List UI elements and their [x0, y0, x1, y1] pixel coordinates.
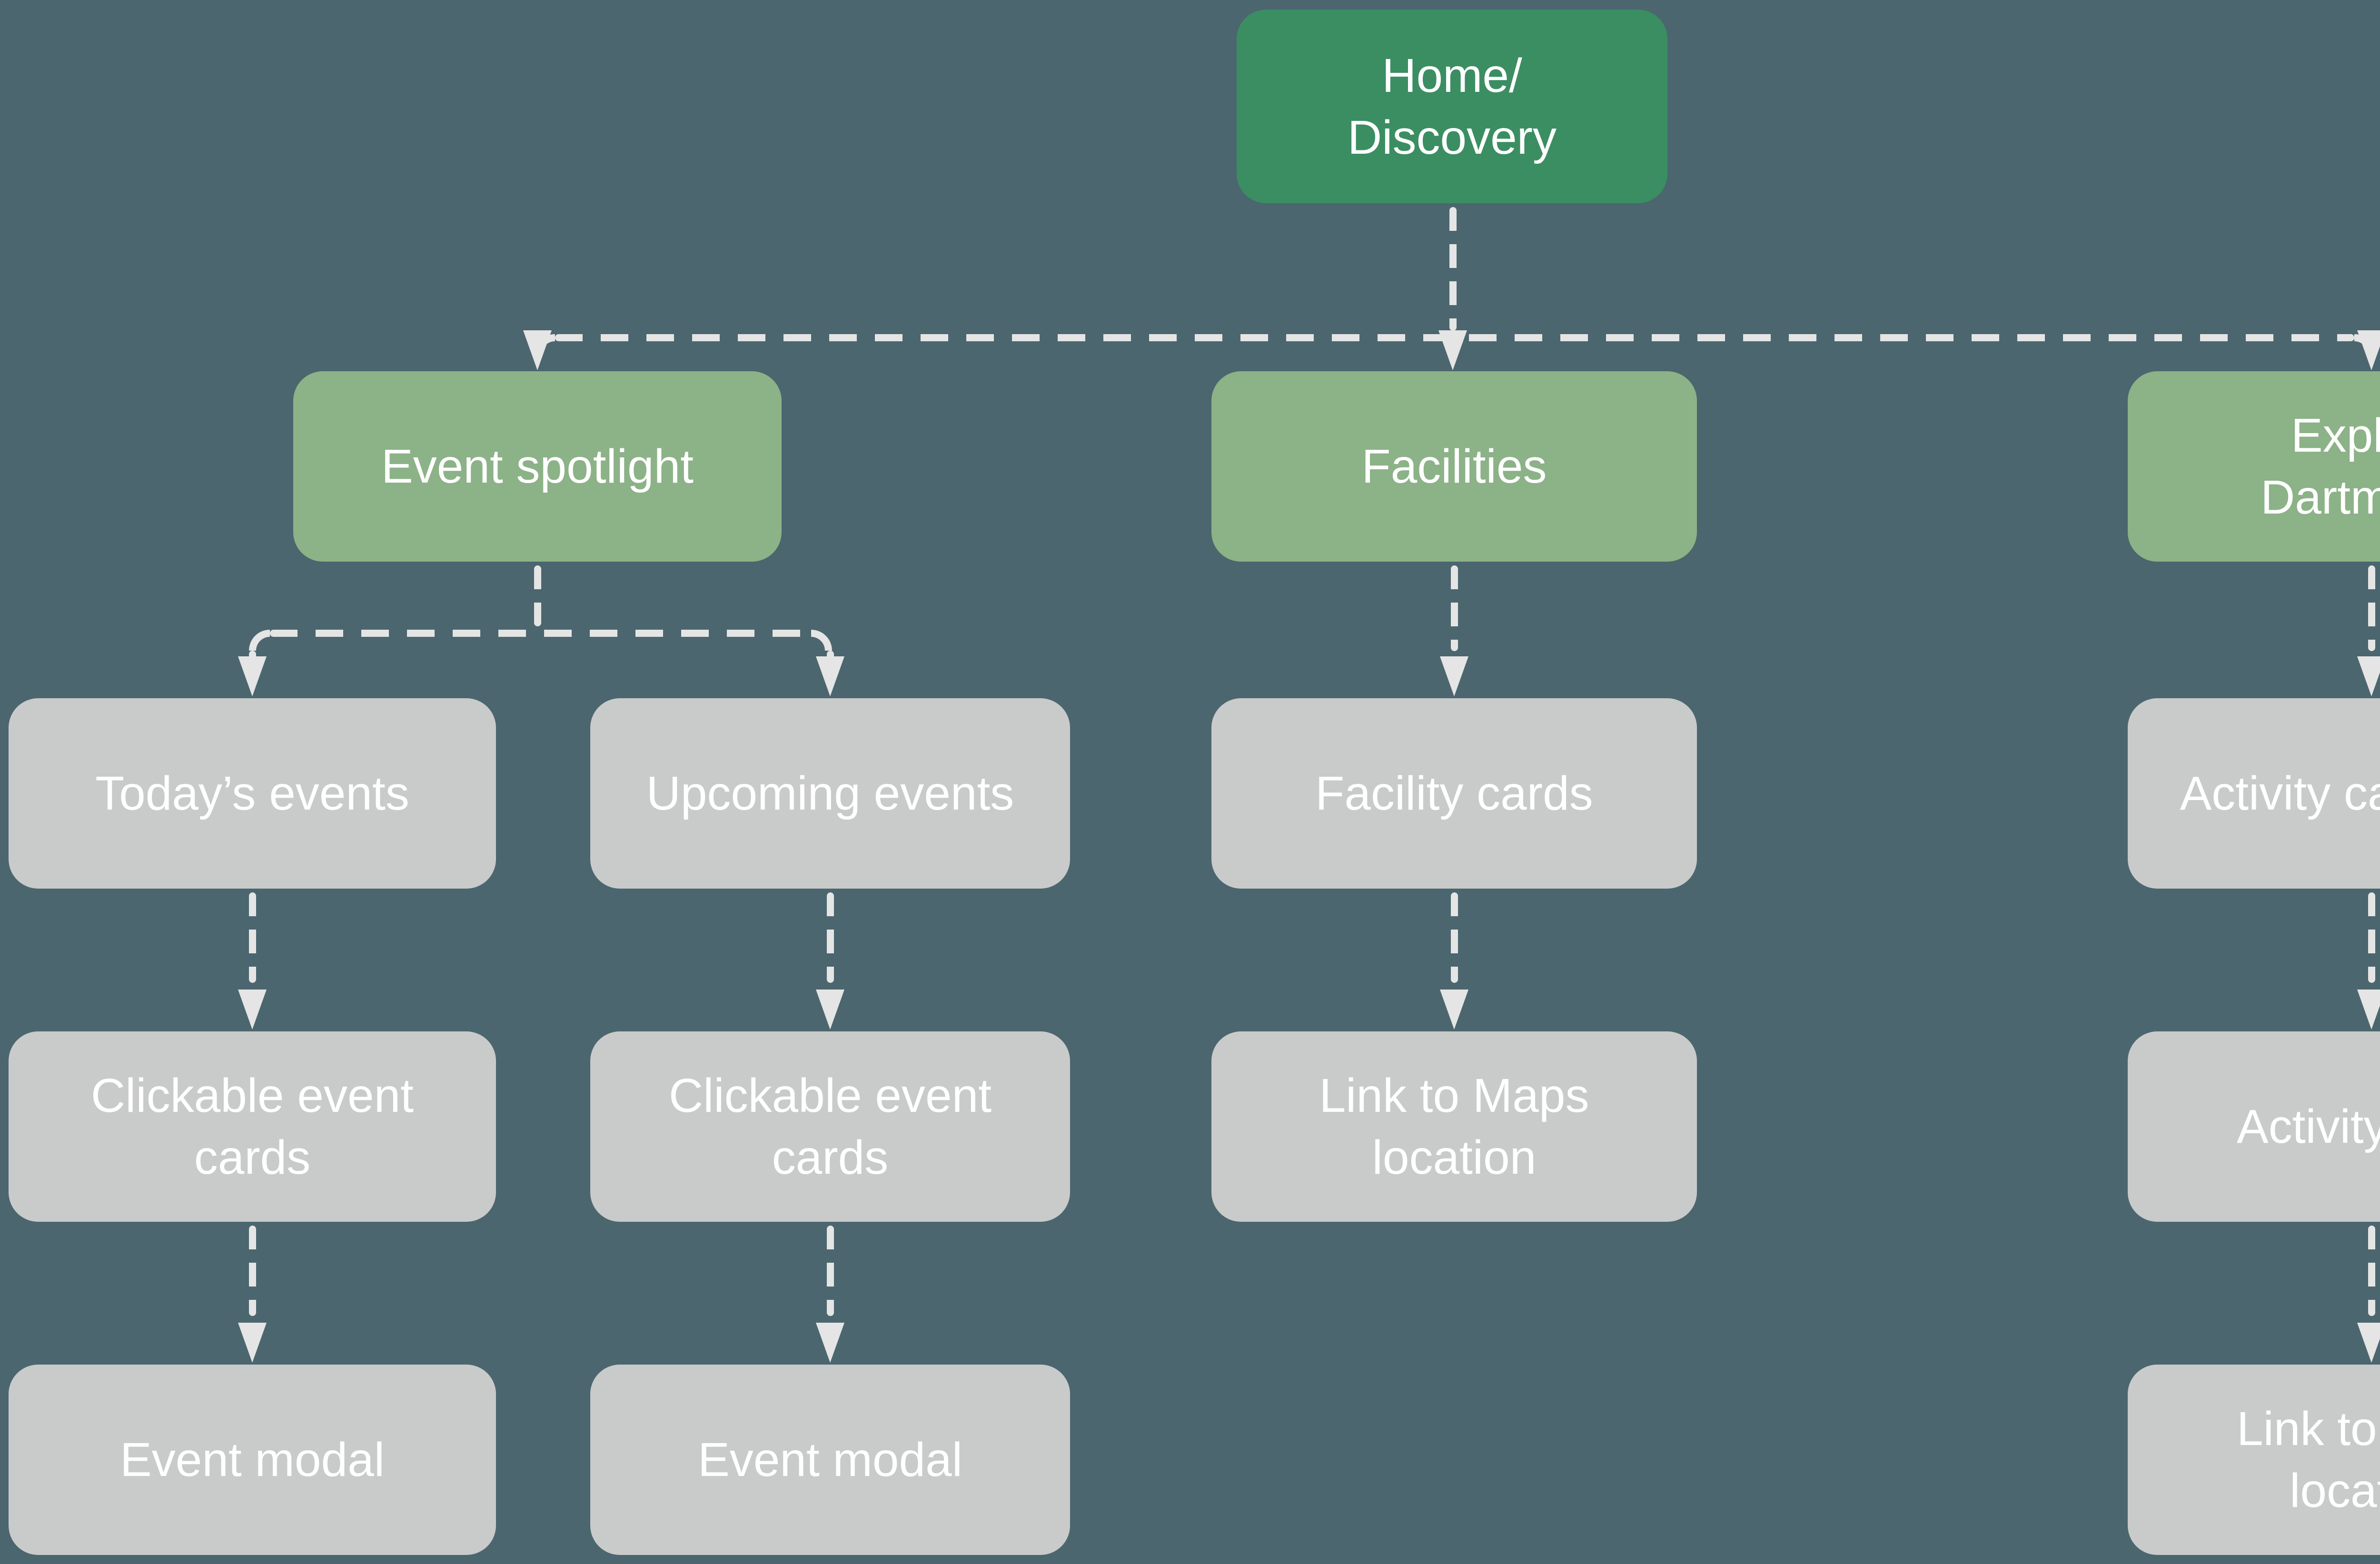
node-link-to-maps-explore[interactable]: Link to Maps location — [2128, 1365, 2380, 1555]
arrowhead-into-explore-dartmouth — [2357, 330, 2380, 370]
connector-facility-cards-to-maps-link — [1451, 892, 1458, 983]
node-clickable-event-cards-left[interactable]: Clickable event cards — [9, 1031, 496, 1222]
arrowhead-into-event-modal-left — [238, 1323, 267, 1363]
arrowhead-into-clickable-cards-right — [816, 990, 844, 1029]
node-facilities[interactable]: Facilities — [1211, 371, 1697, 562]
connector-spotlight-down — [534, 565, 541, 626]
node-home-discovery[interactable]: Home/ Discovery — [1237, 10, 1667, 203]
arrowhead-into-facility-cards — [1440, 656, 1468, 696]
connector-home-down — [1449, 207, 1457, 331]
connector-facilities-to-facility-cards — [1451, 565, 1458, 651]
node-todays-events[interactable]: Today’s events — [9, 698, 496, 889]
node-clickable-event-cards-right[interactable]: Clickable event cards — [590, 1031, 1070, 1222]
connector-spotlight-horizontal — [270, 630, 811, 637]
node-link-to-maps-facilities[interactable]: Link to Maps location — [1211, 1031, 1697, 1222]
arrowhead-into-maps-link-explore — [2357, 1323, 2380, 1363]
node-facility-cards[interactable]: Facility cards — [1211, 698, 1697, 889]
node-event-modal-left[interactable]: Event modal — [9, 1365, 496, 1555]
arrowhead-into-maps-link-facilities — [1440, 990, 1468, 1029]
connector-upcoming-to-clickable-cards — [827, 892, 834, 983]
node-event-spotlight[interactable]: Event spotlight — [293, 371, 782, 562]
arrowhead-into-todays-events — [238, 656, 267, 696]
node-event-modal-right[interactable]: Event modal — [590, 1365, 1070, 1555]
arrowhead-into-facilities — [1438, 330, 1467, 370]
arrowhead-into-event-modal-right — [816, 1323, 844, 1363]
arrowhead-into-activity-categories — [2357, 656, 2380, 696]
arrowhead-into-clickable-cards-left — [238, 990, 267, 1029]
arrowhead-into-event-spotlight — [523, 330, 552, 370]
connector-todays-to-clickable-cards — [249, 892, 256, 983]
node-explore-dartmouth[interactable]: Explore Dartmouth — [2128, 371, 2380, 562]
connector-spotlight-right-corner — [811, 630, 832, 651]
connector-activity-page-to-maps-link — [2368, 1226, 2375, 1316]
connector-explore-to-activity-categories — [2368, 565, 2375, 651]
connector-activity-categories-to-activity-page — [2368, 892, 2375, 983]
arrowhead-into-upcoming-events — [816, 656, 844, 696]
arrowhead-into-activity-page — [2357, 990, 2380, 1029]
connector-clickable-right-to-event-modal — [827, 1226, 834, 1316]
node-upcoming-events[interactable]: Upcoming events — [590, 698, 1070, 889]
node-activity-page[interactable]: Activity page — [2128, 1031, 2380, 1222]
connector-spotlight-left-corner — [249, 630, 270, 651]
node-activity-categories[interactable]: Activity categories — [2128, 698, 2380, 889]
connector-clickable-left-to-event-modal — [249, 1226, 256, 1316]
